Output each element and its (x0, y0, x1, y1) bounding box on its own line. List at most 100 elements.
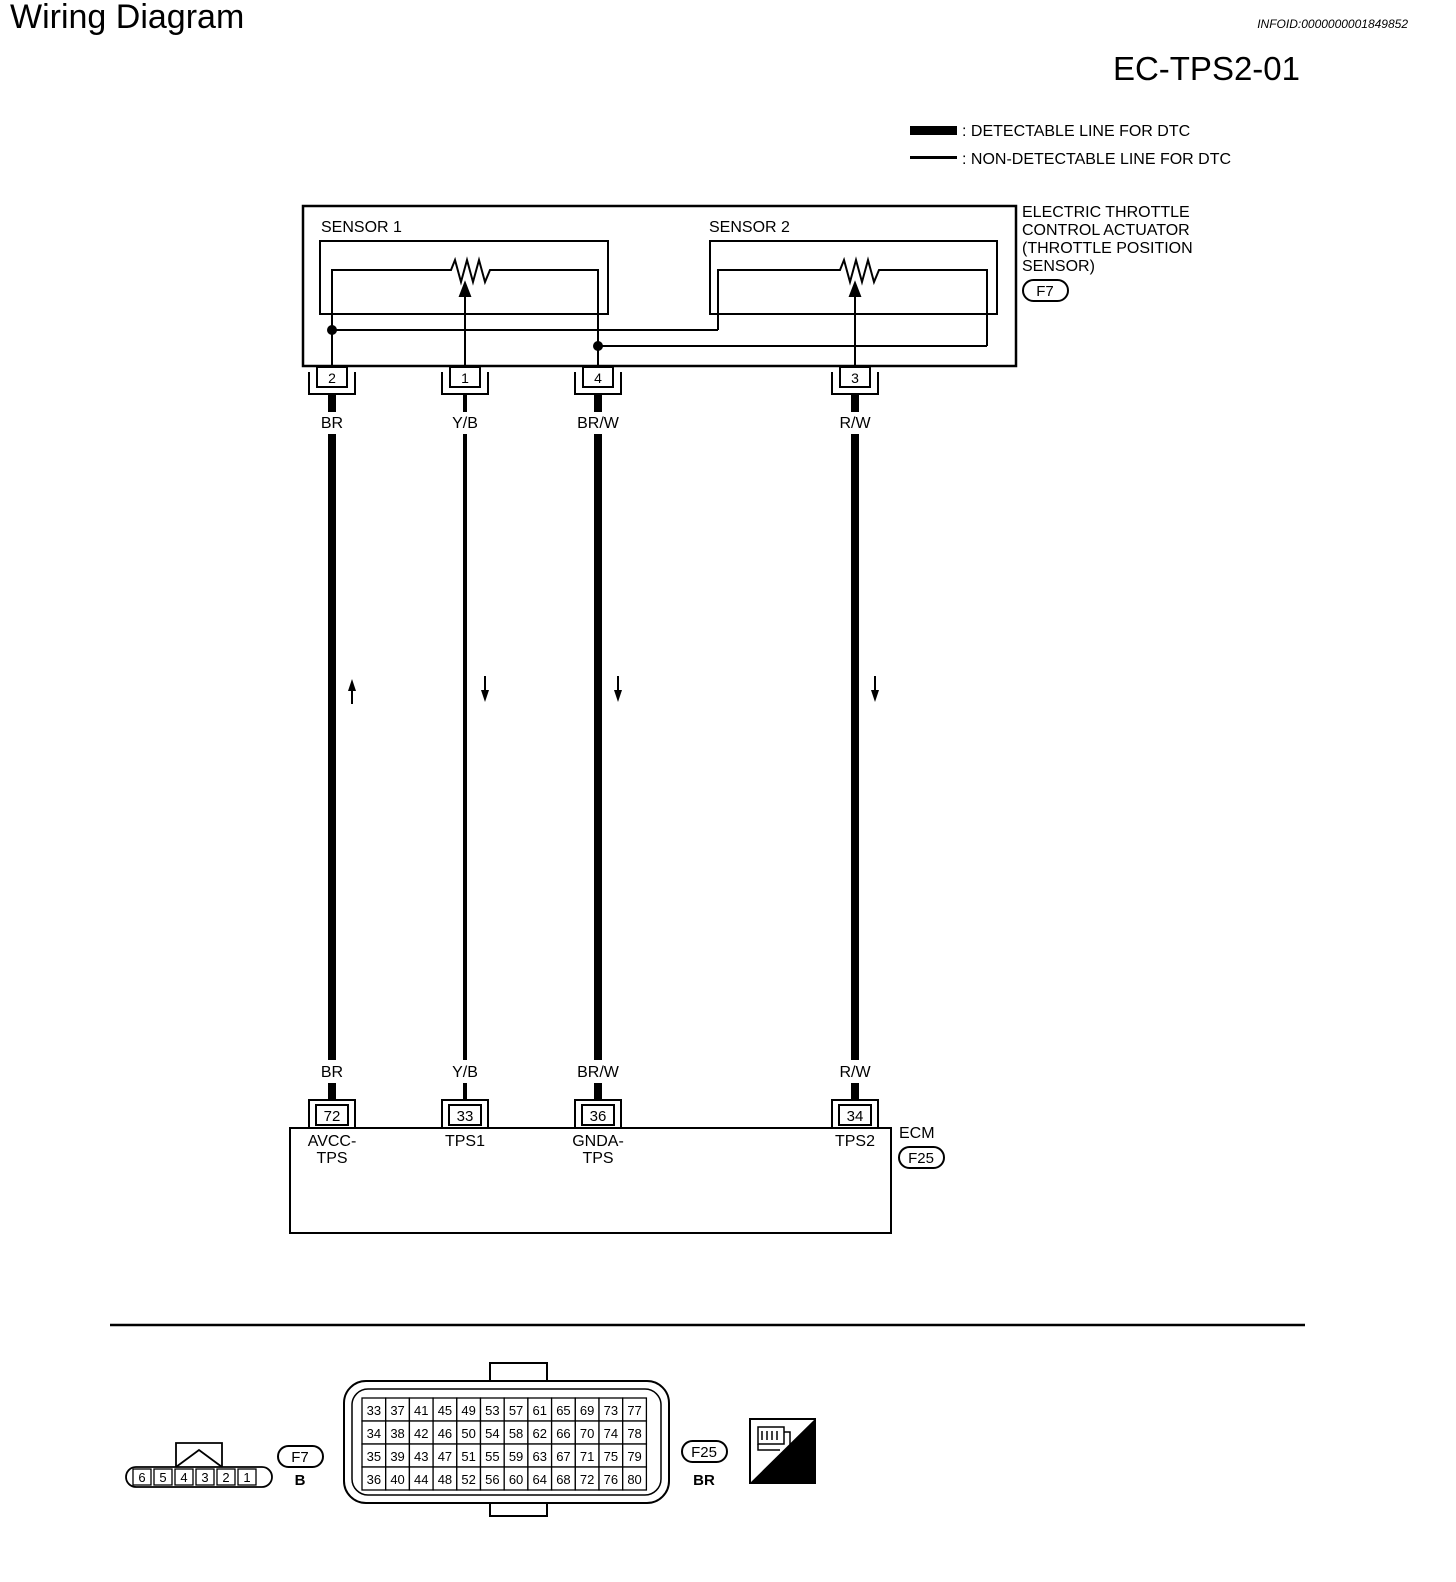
ecm-terminal-label: GNDA- (572, 1133, 624, 1150)
arrow-down-icon (614, 676, 622, 702)
hs-label: H.S. (778, 1463, 811, 1482)
f25-view-color: BR (693, 1472, 715, 1489)
arrow-up-icon (348, 679, 356, 704)
arrow-down-icon (481, 676, 489, 702)
wire-color-code: BR (321, 1064, 343, 1081)
actuator-pin-box (839, 366, 871, 388)
f25-pin-number: 60 (509, 1472, 523, 1487)
f25-pin-number: 62 (533, 1426, 547, 1441)
f7-view-color: B (295, 1472, 306, 1489)
f25-pin-number: 45 (438, 1403, 452, 1418)
hs-icon-shade (750, 1419, 815, 1483)
f25-pin-number: 47 (438, 1449, 452, 1464)
actuator-connector-id: F7 (1036, 283, 1054, 300)
actuator-pin-number: 2 (328, 370, 336, 386)
ecm-pin-bracket (831, 1099, 879, 1128)
ecm-pin-bracket (574, 1099, 622, 1128)
ecm-pin-number: 33 (457, 1108, 474, 1125)
harness-side-icon: H.S. (749, 1418, 816, 1484)
f7-pin-cell (237, 1468, 257, 1486)
f7-connector-latch-peak (175, 1448, 223, 1468)
sensor1 (319, 240, 609, 372)
f25-pin-number: 66 (556, 1426, 570, 1441)
ecm-pin-box (448, 1104, 482, 1126)
ecm-pin-number: 34 (847, 1108, 864, 1125)
legend-non-detectable-label: : NON-DETECTABLE LINE FOR DTC (962, 151, 1231, 168)
f25-pin-number: 52 (461, 1472, 475, 1487)
wire-color-code: BR/W (577, 415, 620, 432)
f7-view-id: F7 (291, 1449, 309, 1466)
actuator-name-line-3: (THROTTLE POSITION (1022, 240, 1193, 257)
sensor2-wiper-arrow (848, 280, 862, 297)
info-id: INFOID:0000000001849852 (1257, 17, 1408, 31)
wire-color-code: BR/W (577, 1064, 620, 1081)
ecm-pins: 72 33 36 34 (308, 1099, 879, 1128)
ecm-connector-id: F25 (908, 1150, 934, 1167)
ecm-pin-box (581, 1104, 615, 1126)
ecm-terminal-label: TPS (316, 1150, 347, 1167)
f7-pin-number: 2 (222, 1470, 229, 1485)
f7-pin-number: 1 (243, 1470, 250, 1485)
ecm-pin-box (838, 1104, 872, 1126)
wire-color-code: BR (321, 415, 343, 432)
ecm-connector-badge (898, 1146, 945, 1169)
f25-pin-number: 64 (533, 1472, 547, 1487)
f25-pin-number: 38 (390, 1426, 404, 1441)
f7-pin-cell (174, 1468, 194, 1486)
f25-pin-number: 61 (533, 1403, 547, 1418)
f25-pin-number: 70 (580, 1426, 594, 1441)
ecm-terminal-label: AVCC- (308, 1133, 357, 1150)
legend-detectable-swatch (910, 126, 957, 135)
legend-detectable-label: : DETECTABLE LINE FOR DTC (962, 123, 1190, 140)
f25-pin-cell (622, 1466, 648, 1491)
f25-bottom-latch (489, 1502, 548, 1517)
ecm-box (289, 1127, 892, 1234)
wire-color-code: Y/B (452, 415, 478, 432)
ecm-pin-number: 36 (590, 1108, 607, 1125)
ecm-pin-number: 72 (324, 1108, 341, 1125)
actuator-pin-box (316, 366, 348, 388)
f7-pin-cell (216, 1468, 236, 1486)
actuator-box (301, 204, 1018, 368)
f25-pin-number: 55 (485, 1449, 499, 1464)
ecm-pin-bracket (441, 1099, 489, 1128)
f25-pin-number: 33 (367, 1403, 381, 1418)
f7-pin-cell (195, 1468, 215, 1486)
sensor2-box (709, 240, 998, 315)
f25-connector-inner (351, 1388, 662, 1496)
f25-pin-number: 69 (580, 1403, 594, 1418)
arrow-down-icon (871, 676, 879, 702)
f25-pin-number: 37 (390, 1403, 404, 1418)
f25-pin-number: 75 (604, 1449, 618, 1464)
f25-pin-number: 36 (367, 1472, 381, 1487)
f25-pin-number: 57 (509, 1403, 523, 1418)
f25-pin-number: 53 (485, 1403, 499, 1418)
f25-pin-number: 77 (627, 1403, 641, 1418)
f25-pin-number: 79 (627, 1449, 641, 1464)
f25-pin-number: 59 (509, 1449, 523, 1464)
actuator-connector-badge (1022, 279, 1069, 302)
f25-pin-number: 46 (438, 1426, 452, 1441)
f25-pin-number: 74 (604, 1426, 618, 1441)
f7-connector-latch (175, 1442, 223, 1467)
ecm-terminal-label: TPS2 (835, 1133, 875, 1150)
actuator-pin-box (582, 366, 614, 388)
f25-pin-number: 34 (367, 1426, 381, 1441)
f7-pin-number: 6 (138, 1470, 145, 1485)
legend-non-detectable-swatch (910, 156, 957, 159)
actuator-pin-number: 4 (594, 370, 602, 386)
ecm-pin-box (315, 1104, 349, 1126)
f25-pin-number: 50 (461, 1426, 475, 1441)
f25-pin-number: 48 (438, 1472, 452, 1487)
f25-pin-number: 44 (414, 1472, 428, 1487)
f25-pin-number: 73 (604, 1403, 618, 1418)
f7-pin-cell (132, 1468, 152, 1486)
actuator-name-line-4: SENSOR) (1022, 258, 1095, 275)
sensor2-resistor-track (717, 256, 988, 346)
f25-pin-number: 68 (556, 1472, 570, 1487)
